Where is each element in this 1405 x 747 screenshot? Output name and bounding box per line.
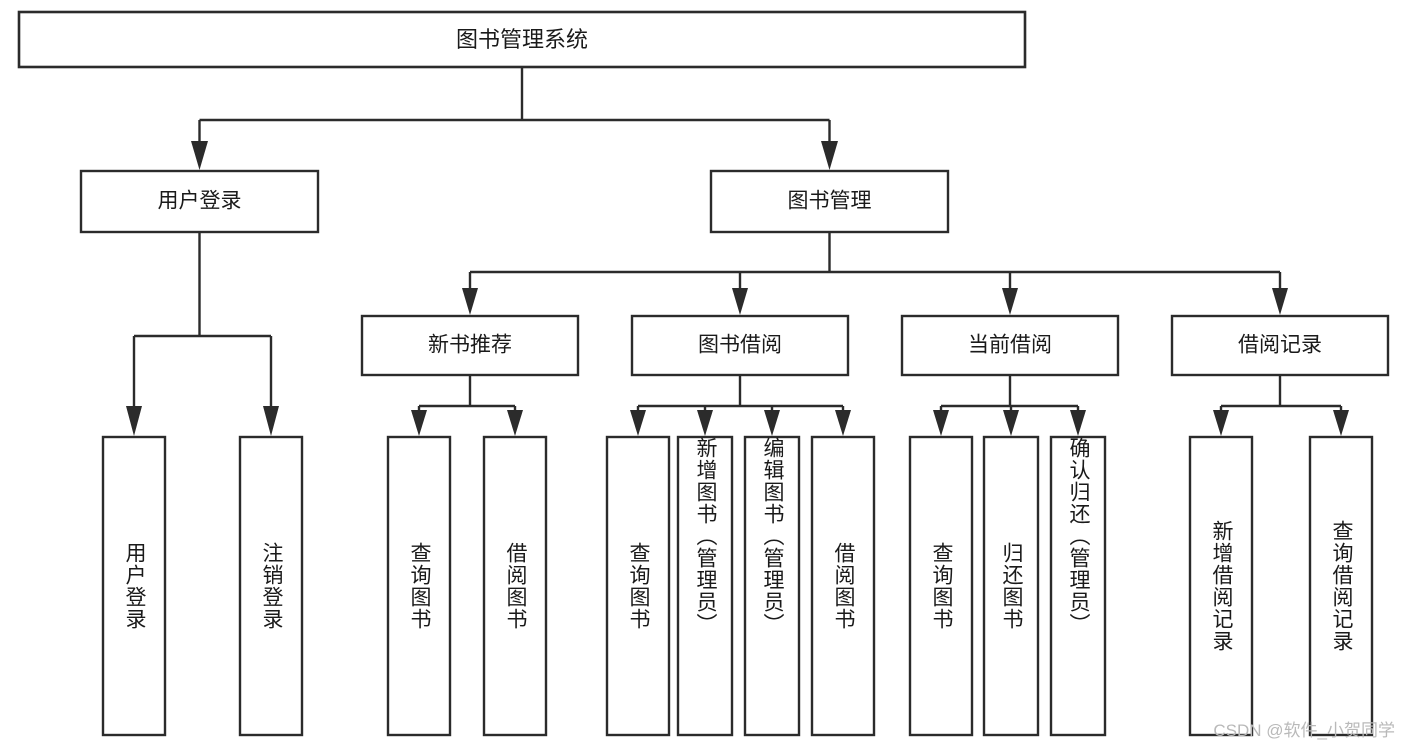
leaf-confirm-return-admin-box[interactable]	[1049, 435, 1107, 737]
arrow-to-leaf-query-borrow-record	[1333, 410, 1349, 436]
node-root[interactable]: 图书管理系统	[17, 10, 1027, 69]
arrow-to-leaf-query-book-new	[411, 410, 427, 436]
node-current-borrow-label: 当前借阅	[968, 334, 1052, 357]
arrow-to-borrow-record	[1272, 288, 1288, 315]
arrow-to-user-login	[191, 141, 208, 170]
leaf-query-borrow-record-box[interactable]	[1308, 435, 1374, 737]
arrow-to-leaf-borrow-book-new	[507, 410, 523, 436]
arrow-to-leaf-confirm-return-admin	[1070, 410, 1086, 436]
leaf-add-book-admin-box[interactable]	[676, 435, 734, 737]
node-book-borrow[interactable]: 图书借阅	[630, 314, 850, 377]
node-borrow-record-box	[1170, 314, 1390, 377]
leaf-query-book-current-box[interactable]	[908, 435, 974, 737]
leaf-borrow-book-box[interactable]	[810, 435, 876, 737]
leaf-user-login-box[interactable]	[101, 435, 167, 737]
arrow-to-leaf-add-book-admin	[697, 410, 713, 436]
arrow-to-book-borrow	[732, 288, 748, 315]
leaf-boxes-group	[101, 435, 1374, 737]
node-user-login-label: 用户登录	[158, 190, 242, 213]
leaf-query-book-new-box[interactable]	[386, 435, 452, 737]
node-book-management-box	[709, 169, 950, 234]
node-new-book-recommend-box	[360, 314, 580, 377]
arrow-to-leaf-user-logout	[263, 406, 279, 436]
node-book-borrow-label: 图书借阅	[698, 334, 782, 357]
node-root-label: 图书管理系统	[456, 27, 588, 52]
leaf-user-logout-box[interactable]	[238, 435, 304, 737]
arrow-to-leaf-query-book-current	[933, 410, 949, 436]
node-book-borrow-box	[630, 314, 850, 377]
arrow-to-leaf-edit-book-admin	[764, 410, 780, 436]
node-current-borrow[interactable]: 当前借阅	[900, 314, 1120, 377]
arrow-to-book-management	[821, 141, 838, 170]
node-new-book-recommend-label: 新书推荐	[428, 334, 512, 357]
arrow-to-leaf-return-book	[1003, 410, 1019, 436]
node-book-management-label: 图书管理	[788, 190, 872, 213]
arrow-to-leaf-borrow-book	[835, 410, 851, 436]
leaf-borrow-book-new-box[interactable]	[482, 435, 548, 737]
leaf-query-book-borrow-box[interactable]	[605, 435, 671, 737]
node-borrow-record[interactable]: 借阅记录	[1170, 314, 1390, 377]
leaf-add-borrow-record-box[interactable]	[1188, 435, 1254, 737]
leaf-edit-book-admin-box[interactable]	[743, 435, 801, 737]
connectors-group	[126, 67, 1349, 436]
node-current-borrow-box	[900, 314, 1120, 377]
arrow-to-current-borrow	[1002, 288, 1018, 315]
watermark-text: CSDN @软件_小贺同学	[1213, 721, 1395, 740]
arrow-to-leaf-query-book-borrow	[630, 410, 646, 436]
node-user-login-box	[79, 169, 320, 234]
node-borrow-record-label: 借阅记录	[1238, 334, 1322, 357]
arrow-to-new-book-recommend	[462, 288, 478, 315]
node-user-login[interactable]: 用户登录	[79, 169, 320, 234]
node-root-box	[17, 10, 1027, 69]
arrow-to-leaf-add-borrow-record	[1213, 410, 1229, 436]
node-book-management[interactable]: 图书管理	[709, 169, 950, 234]
arrow-to-leaf-user-login	[126, 406, 142, 436]
leaf-return-book-box[interactable]	[982, 435, 1040, 737]
node-new-book-recommend[interactable]: 新书推荐	[360, 314, 580, 377]
